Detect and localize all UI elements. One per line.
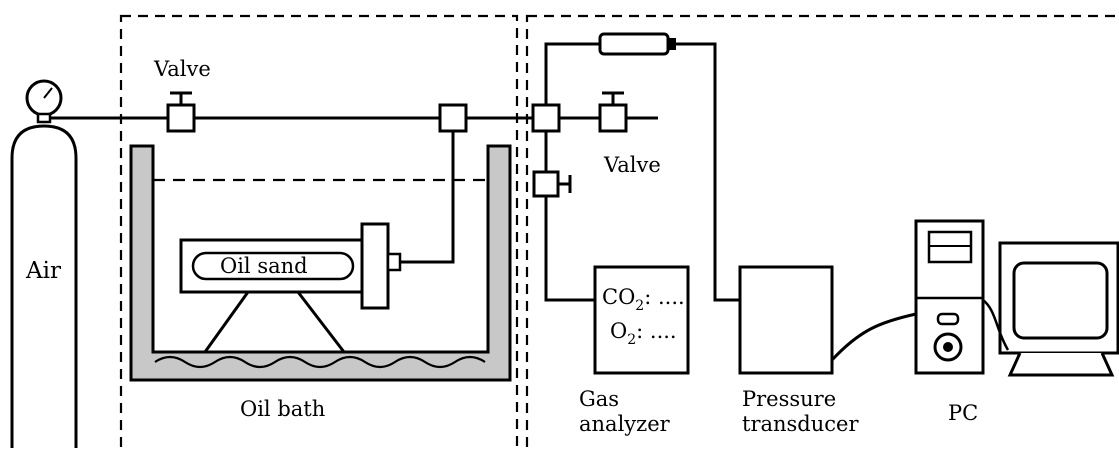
valve-right-label: Valve (603, 153, 661, 177)
valve-left-label: Valve (153, 57, 211, 81)
signal-cable (830, 312, 917, 362)
tee-fitting-reactor (438, 103, 468, 133)
pressure-transducer: Pressure transducer (738, 265, 859, 436)
line-filter (598, 32, 676, 56)
right-dashed-enclosure (525, 14, 1119, 451)
gas-analyzer-label-line2: analyzer (579, 412, 671, 436)
air-label: Air (25, 258, 61, 284)
gas-analyzer-label-line1: Gas (579, 387, 619, 411)
cross-fitting (531, 103, 561, 133)
pc-label: PC (948, 401, 978, 425)
pressure-transducer-label-line1: Pressure (742, 387, 836, 411)
left-dashed-enclosure (119, 14, 519, 451)
monitor-icon (998, 241, 1119, 377)
pressure-transducer-label-line2: transducer (742, 412, 859, 436)
air-cylinder: Air (10, 79, 78, 448)
valve-icon (166, 103, 196, 133)
gas-analyzer: CO2: .... O2: .... Gas analyzer (579, 265, 690, 436)
o2-readout: O2: .... (610, 319, 677, 348)
valve-right[interactable] (598, 91, 628, 133)
co2-readout: CO2: .... (602, 285, 685, 314)
computer-tower-icon (914, 219, 985, 375)
oil-sand-label: Oil sand (220, 254, 308, 278)
reactor: Oil sand (179, 222, 402, 353)
oil-bath-label: Oil bath (240, 397, 325, 421)
valve-icon (532, 170, 560, 198)
valve-vertical[interactable] (532, 170, 572, 198)
oil-bath: Oil bath (129, 144, 512, 421)
valve-icon (598, 103, 628, 133)
valve-left[interactable] (166, 91, 196, 133)
pc: PC (914, 219, 1119, 425)
